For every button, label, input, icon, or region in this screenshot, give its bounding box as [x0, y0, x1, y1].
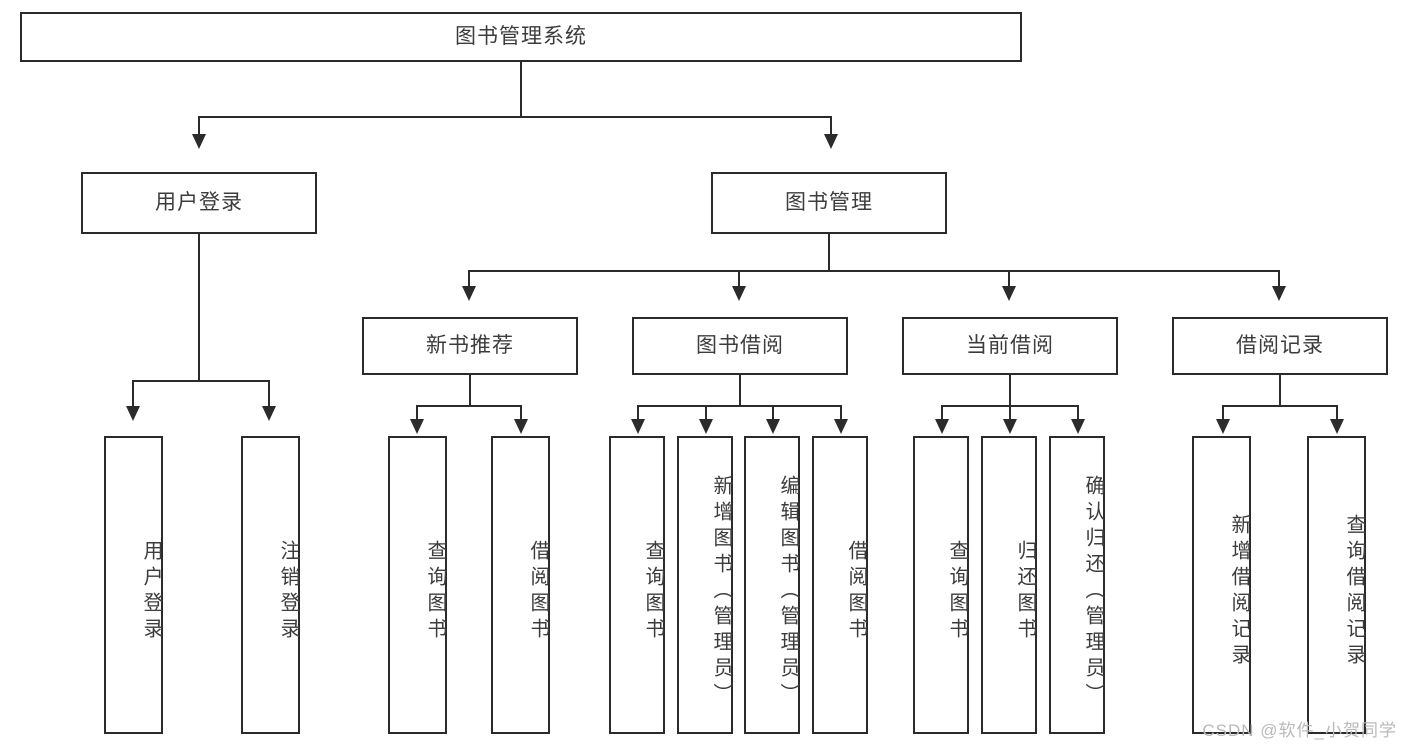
watermark-text: CSDN @软件_小贺同学: [1202, 721, 1397, 740]
arrowhead-borrow-record-leaf-1: [1216, 419, 1230, 434]
connector-borrow-record-drop-1: [1222, 405, 1224, 421]
connector-current-borrow-drop-3: [1077, 405, 1079, 421]
node-label: 查询图书: [642, 540, 664, 644]
connector-user-login-drop-2: [268, 380, 270, 408]
leaf-current-borrow-return[interactable]: 归还图书: [981, 436, 1037, 734]
node-label: 当前借阅: [966, 334, 1054, 358]
arrowhead-to-new-book: [462, 286, 476, 301]
connector-user-login-drop-1: [132, 380, 134, 408]
arrowhead-book-borrow-leaf-4: [834, 419, 848, 434]
connector-new-book-bus: [416, 405, 522, 407]
arrowhead-borrow-record-leaf-2: [1330, 419, 1344, 434]
arrowhead-to-user-login: [192, 134, 206, 149]
arrowhead-current-borrow-leaf-2: [1003, 419, 1017, 434]
connector-book-borrow-drop-1: [637, 405, 639, 421]
connector-new-book-drop-1: [416, 405, 418, 421]
connector-user-login-stem: [198, 234, 200, 382]
node-label: 编辑图书（管理员）: [777, 475, 799, 709]
arrowhead-book-borrow-leaf-1: [631, 419, 645, 434]
connector-current-borrow-drop-1: [941, 405, 943, 421]
connector-root-drop-right: [830, 116, 832, 136]
leaf-book-borrow-add[interactable]: 新增图书（管理员）: [677, 436, 733, 734]
node-user-login[interactable]: 用户登录: [81, 172, 317, 234]
leaf-borrow-record-add[interactable]: 新增借阅记录: [1192, 436, 1251, 734]
connector-book-borrow-stem: [739, 375, 741, 407]
connector-new-book-stem: [469, 375, 471, 407]
node-book-borrow[interactable]: 图书借阅: [632, 317, 848, 375]
connector-root-bus: [198, 116, 832, 118]
node-label: 注销登录: [277, 540, 299, 644]
node-borrow-record[interactable]: 借阅记录: [1172, 317, 1388, 375]
node-label: 新增借阅记录: [1228, 514, 1250, 670]
node-label: 查询图书: [946, 540, 968, 644]
leaf-book-borrow-borrow[interactable]: 借阅图书: [812, 436, 868, 734]
connector-new-book-drop-2: [520, 405, 522, 421]
arrowhead-user-login-leaf-2: [262, 406, 276, 421]
node-label: 用户登录: [155, 191, 243, 215]
node-label: 借阅图书: [845, 540, 867, 644]
connector-level3-drop-2: [738, 270, 740, 288]
node-book-manage[interactable]: 图书管理: [711, 172, 947, 234]
leaf-book-borrow-edit[interactable]: 编辑图书（管理员）: [744, 436, 800, 734]
node-label: 图书借阅: [696, 334, 784, 358]
node-label: 查询借阅记录: [1343, 514, 1365, 670]
node-root-system[interactable]: 图书管理系统: [20, 12, 1022, 62]
connector-book-borrow-bus: [637, 405, 842, 407]
arrowhead-to-borrow-record: [1272, 286, 1286, 301]
connector-book-borrow-drop-3: [772, 405, 774, 421]
connector-current-borrow-drop-2: [1009, 405, 1011, 421]
arrowhead-user-login-leaf-1: [126, 406, 140, 421]
connector-book-borrow-drop-4: [840, 405, 842, 421]
arrowhead-to-book-manage: [824, 134, 838, 149]
node-label: 归还图书: [1014, 540, 1036, 644]
connector-book-manage-stem: [828, 234, 830, 272]
connector-borrow-record-stem: [1279, 375, 1281, 407]
connector-borrow-record-bus: [1222, 405, 1338, 407]
arrowhead-current-borrow-leaf-1: [935, 419, 949, 434]
node-label: 查询图书: [424, 540, 446, 644]
arrowhead-current-borrow-leaf-3: [1071, 419, 1085, 434]
connector-level3-drop-1: [468, 270, 470, 288]
node-label: 新书推荐: [426, 334, 514, 358]
leaf-new-book-borrow[interactable]: 借阅图书: [491, 436, 550, 734]
node-label: 新增图书（管理员）: [710, 475, 732, 709]
connector-user-login-bus: [132, 380, 270, 382]
node-label: 借阅图书: [527, 540, 549, 644]
connector-borrow-record-drop-2: [1336, 405, 1338, 421]
connector-level3-drop-4: [1278, 270, 1280, 288]
arrowhead-book-borrow-leaf-2: [699, 419, 713, 434]
arrowhead-new-book-leaf-2: [514, 419, 528, 434]
arrowhead-new-book-leaf-1: [410, 419, 424, 434]
connector-book-manage-bus: [468, 270, 1280, 272]
node-new-book-recommend[interactable]: 新书推荐: [362, 317, 578, 375]
connector-root-drop-left: [198, 116, 200, 136]
node-label: 图书管理: [785, 191, 873, 215]
node-current-borrow[interactable]: 当前借阅: [902, 317, 1118, 375]
connector-level3-drop-3: [1008, 270, 1010, 288]
leaf-new-book-query[interactable]: 查询图书: [388, 436, 447, 734]
node-label: 用户登录: [140, 540, 162, 644]
leaf-current-borrow-query[interactable]: 查询图书: [913, 436, 969, 734]
node-label: 确认归还（管理员）: [1082, 475, 1104, 709]
node-label: 图书管理系统: [455, 25, 587, 49]
connector-book-borrow-drop-2: [705, 405, 707, 421]
connector-current-borrow-stem: [1009, 375, 1011, 407]
arrowhead-book-borrow-leaf-3: [766, 419, 780, 434]
arrowhead-to-current-borrow: [1002, 286, 1016, 301]
connector-root-stem: [520, 62, 522, 116]
leaf-user-logout[interactable]: 注销登录: [241, 436, 300, 734]
leaf-current-borrow-confirm[interactable]: 确认归还（管理员）: [1049, 436, 1105, 734]
arrowhead-to-book-borrow: [732, 286, 746, 301]
node-label: 借阅记录: [1236, 334, 1324, 358]
leaf-borrow-record-query[interactable]: 查询借阅记录: [1307, 436, 1366, 734]
leaf-user-login[interactable]: 用户登录: [104, 436, 163, 734]
leaf-book-borrow-query[interactable]: 查询图书: [609, 436, 665, 734]
